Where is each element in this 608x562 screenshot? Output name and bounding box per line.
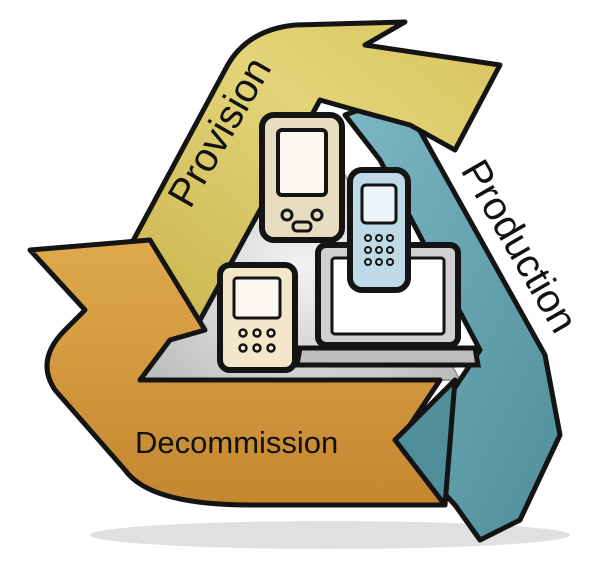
decommission-label: Decommission (135, 425, 338, 460)
shadow (90, 521, 570, 549)
provision-arrow (117, 19, 503, 328)
cordless-phone-icon (347, 167, 411, 293)
mobile-phone-icon (217, 262, 298, 373)
pda-device-icon (259, 112, 345, 243)
production-arrowhead (392, 377, 458, 508)
